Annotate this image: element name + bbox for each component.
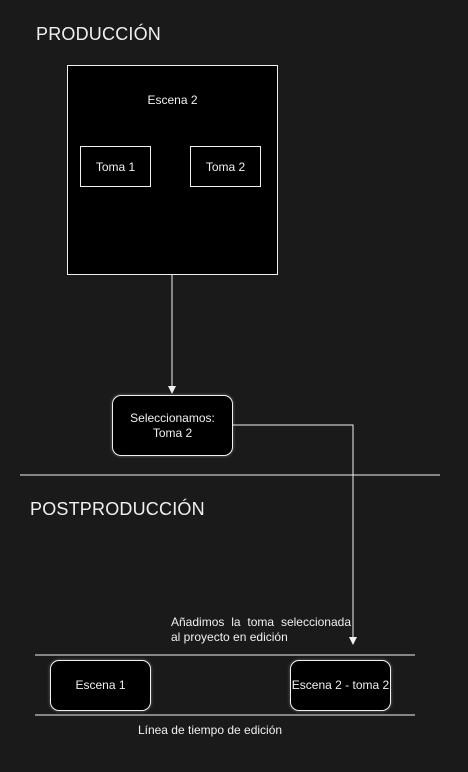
production-heading: PRODUCCIÓN: [36, 24, 162, 44]
postproduction-heading: POSTPRODUCCIÓN: [30, 499, 205, 519]
selection-box: Seleccionamos: Toma 2: [112, 395, 233, 456]
selection-line-1: Seleccionamos:: [130, 410, 215, 425]
take-2-box: Toma 2: [190, 146, 261, 187]
note-word-2: la: [231, 615, 241, 629]
timeline-clip-scene-1: Escena 1: [50, 660, 151, 711]
add-take-note-line-2: al proyecto en edición: [171, 630, 288, 644]
timeline-clip-scene-2-take-2: Escena 2 - toma 2: [290, 660, 391, 711]
note-word-4: seleccionada: [280, 615, 351, 629]
arrow-selection-to-timeline: [233, 424, 357, 645]
timeline-label: Línea de tiempo de edición: [137, 723, 283, 737]
note-word-3: toma: [247, 615, 275, 629]
scene-2-container: Escena 2 Toma 1 Toma 2: [67, 65, 278, 275]
scene-2-title: Escena 2: [147, 93, 198, 107]
take-1-box: Toma 1: [80, 146, 151, 187]
selection-line-2: Toma 2: [152, 425, 193, 440]
note-word-1: Añadimos: [171, 615, 225, 629]
